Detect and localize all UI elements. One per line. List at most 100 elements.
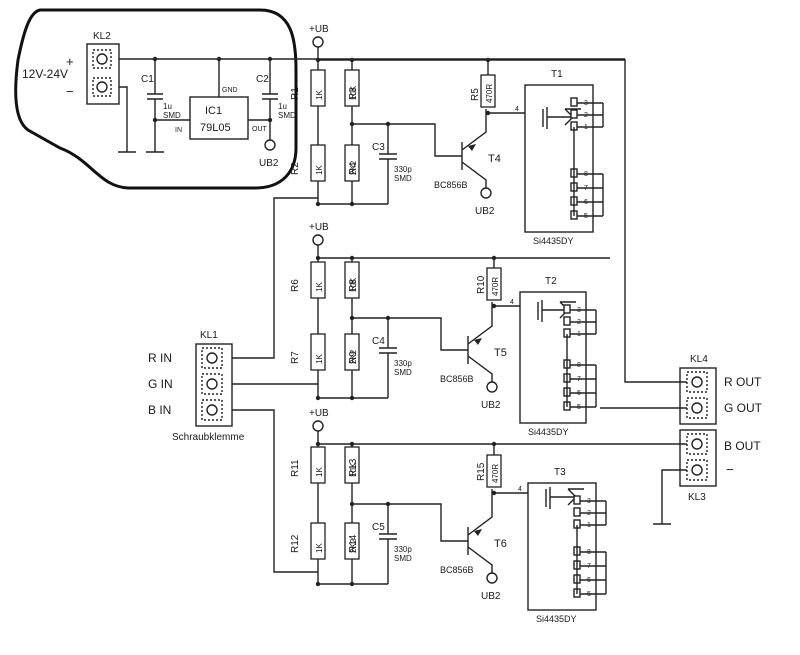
r-upper-right-value: 10K: [349, 277, 358, 292]
r-upper-right-value: 10K: [349, 462, 358, 477]
kl4-screw-r: [691, 376, 703, 388]
b-in-wire: [232, 409, 318, 573]
r-in-label: R IN: [148, 351, 172, 365]
ub-test-point: [312, 420, 324, 432]
cap-package: SMD: [394, 554, 412, 563]
transistor-label: T6: [494, 538, 507, 550]
kl2-label: KL2: [93, 31, 111, 42]
rail-junction-left: [315, 57, 321, 63]
supply-minus-sign: −: [66, 84, 74, 99]
base-junction-left: [349, 501, 355, 507]
ic-pin-in: IN: [175, 127, 182, 134]
gate-pin-number: 4: [510, 299, 514, 306]
r-lower-left-label: R2: [290, 162, 301, 175]
r-upper-right-value: 10K: [349, 85, 358, 100]
bottom-junction-left: [315, 395, 321, 401]
transistor-collector: [467, 546, 493, 573]
capacitor-symbol: [379, 504, 397, 584]
kl1-caption: Schraubklemme: [172, 432, 245, 443]
transistor-part: BC856B: [434, 180, 468, 190]
transistor-ub2-point: [480, 187, 492, 199]
gnd-junction: [216, 56, 222, 62]
kl3-ground-wire: [661, 469, 687, 524]
kl4-label: KL4: [690, 354, 708, 365]
ic1-part: 79L05: [200, 122, 231, 134]
b-out-label: B OUT: [724, 439, 761, 453]
drain-res-junction: [491, 255, 497, 261]
capacitor-symbol: [379, 124, 397, 204]
resistor-r-lower-right: [344, 144, 360, 182]
c1-plates: [147, 93, 163, 100]
r-lower-right-label: R9: [348, 351, 359, 364]
transistor-arrow: [474, 338, 482, 345]
drain-res-value: 470R: [491, 464, 500, 483]
c2-package: SMD: [278, 111, 296, 120]
mosfet-label: T3: [554, 467, 566, 478]
resistor-r-lower-left: [310, 522, 326, 560]
mosfet-pad-top-0: [563, 304, 571, 314]
rail-junction-left: [315, 255, 321, 261]
drain-res-value: 470R: [491, 277, 500, 296]
kl3-screw-gnd: [691, 464, 703, 476]
supply-highlight-outline: [14, 8, 298, 190]
c2-label: C2: [256, 74, 269, 85]
ic-pin-out: OUT: [252, 126, 268, 133]
c2-junction: [267, 56, 273, 62]
bottom-junction-right: [349, 581, 355, 587]
resistor-r-upper-left: [310, 69, 326, 107]
cap-package: SMD: [394, 174, 412, 183]
c1-lead-bottom: [146, 99, 164, 153]
gate-pin-number: 4: [515, 106, 519, 113]
cap-value: 330p: [394, 165, 412, 174]
c1-package: SMD: [163, 111, 181, 120]
resistor-r-lower-left: [310, 144, 326, 182]
kl2-terminal-block: [86, 43, 120, 105]
cap-label: C4: [372, 336, 385, 347]
mosfet-pad-top-0: [570, 97, 578, 107]
supply-voltage-label: 12V-24V: [22, 67, 68, 81]
mosfet-pad-top-1: [570, 109, 578, 119]
transistor-part: BC856B: [440, 374, 474, 384]
transistor-collector: [461, 161, 487, 188]
ub2-label: UB2: [259, 158, 279, 169]
bottom-junction-left: [315, 201, 321, 207]
rail-junction-right: [349, 441, 355, 447]
ub-test-point: [312, 36, 324, 48]
ground-drop-wire: [119, 86, 128, 152]
mosfet-internal-symbol: [542, 107, 581, 129]
drain-res-junction: [491, 441, 497, 447]
base-junction-left: [349, 121, 355, 127]
ic-pin-gnd: GND: [222, 87, 238, 94]
cap-label: C5: [372, 522, 385, 533]
drain-resistor: [486, 267, 502, 301]
base-wire: [352, 317, 468, 351]
transistor-label: T4: [488, 153, 501, 165]
power-supply-section: KL2 + 12V-24V − C1 1u SMD IN IC1 79L05 G…: [14, 8, 625, 190]
resistor-r-upper-right: [344, 446, 360, 484]
kl2-screw-1: [96, 53, 108, 65]
mosfet-part: Si4435DY: [536, 614, 577, 624]
r-upper-right-label: R8: [348, 279, 359, 292]
ub2-test-point: [264, 139, 276, 151]
kl1-terminal-g: [201, 373, 223, 395]
mosfet-part: Si4435DY: [533, 236, 574, 246]
transistor-arrow: [468, 144, 476, 151]
r-lower-left-label: R7: [290, 351, 301, 364]
r-lower-left-label: R12: [290, 534, 301, 553]
kl2-terminal-2: [92, 77, 112, 97]
drain-res-label: R15: [476, 462, 487, 481]
bottom-junction-right: [349, 395, 355, 401]
kl1-screw-b: [206, 404, 218, 416]
c1-value: 1u: [163, 102, 172, 111]
b-in-label: B IN: [148, 403, 171, 417]
base-junction-left: [349, 315, 355, 321]
ub-test-point: [312, 234, 324, 246]
mosfet-package: [519, 291, 587, 424]
bottom-junction-right: [349, 201, 355, 207]
cap-value: 330p: [394, 545, 412, 554]
resistor-r-lower-left: [310, 333, 326, 371]
r-upper-left-label: R11: [290, 459, 301, 477]
